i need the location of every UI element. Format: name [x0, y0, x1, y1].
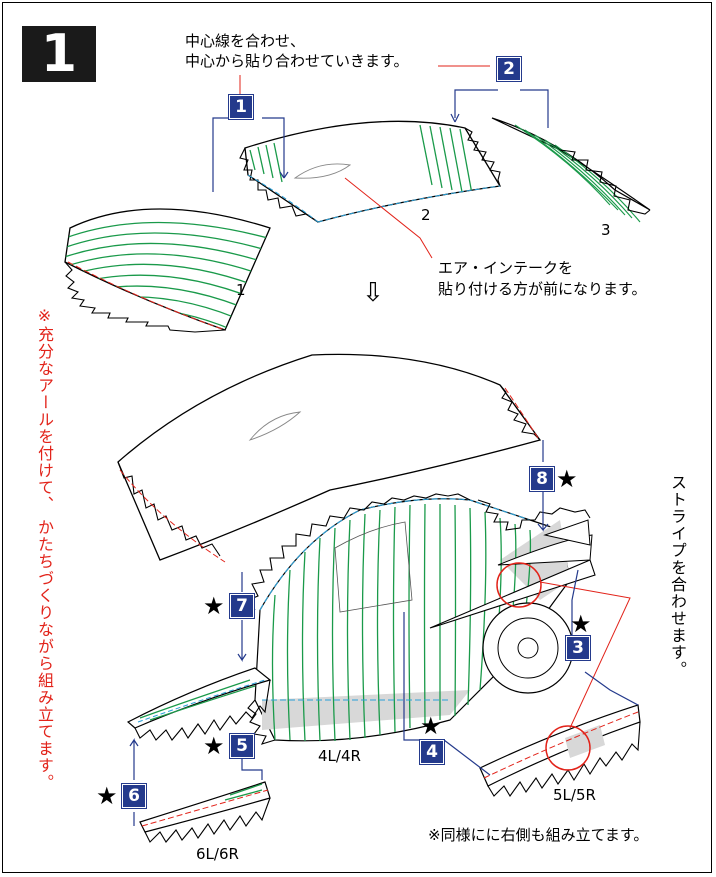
stripe-pointer-lines [539, 581, 631, 729]
star-icon-4: ★ [420, 712, 442, 740]
intake-note-line-1: エア・インテークを [438, 259, 574, 277]
down-arrow-icon: ⇩ [362, 278, 384, 308]
part-label-2: 2 [421, 206, 431, 224]
star-icon-6: ★ [96, 782, 118, 810]
part-5lr-piece [479, 704, 641, 798]
part-1-roof-rear [64, 208, 271, 333]
part-label-6: 6L/6R [196, 845, 239, 863]
side-note: ※充分なアールを付けて、 かたちづくりながら組み立てます。 [35, 306, 54, 792]
part-6-front-panel [126, 667, 272, 741]
bottom-note: ※同様にに右側も組み立てます。 [428, 826, 649, 844]
bottom-guide-lines [129, 440, 639, 826]
badge-2: 2 [497, 57, 521, 81]
part-6lr-piece [139, 781, 271, 843]
badge-3: 3 [566, 636, 590, 660]
part-label-3: 3 [601, 221, 611, 239]
badge-8: 8 [530, 467, 554, 491]
badge-6: 6 [122, 784, 146, 808]
car-body-side [247, 493, 596, 745]
part-3-roof-side [491, 117, 651, 223]
star-icon-3: ★ [570, 610, 592, 638]
intake-note-line-2: 貼り付ける方が前になります。 [438, 280, 647, 298]
stripe-match-circle-lower [545, 725, 591, 771]
part-label-5: 5L/5R [553, 786, 596, 804]
part-label-1: 1 [236, 281, 246, 299]
star-icon-8: ★ [556, 465, 578, 493]
stripe-match-circle-upper [496, 562, 542, 608]
part-2-roof [239, 120, 502, 223]
badge-7: 7 [230, 594, 254, 618]
instruction-line-2: 中心から貼り合わせていきます。 [185, 52, 409, 70]
instruction-line-1: 中心線を合わせ、 [185, 32, 306, 50]
badge-4: 4 [420, 740, 444, 764]
star-icon-5: ★ [203, 732, 225, 760]
stripe-note: ストライプを合わせます。 [668, 474, 687, 678]
step-number-badge: 1 [22, 26, 96, 82]
badge-5: 5 [230, 734, 254, 758]
part-label-4: 4L/4R [318, 747, 361, 765]
badge-1: 1 [229, 95, 253, 119]
star-icon-7: ★ [203, 592, 225, 620]
assembled-roof [117, 353, 542, 563]
